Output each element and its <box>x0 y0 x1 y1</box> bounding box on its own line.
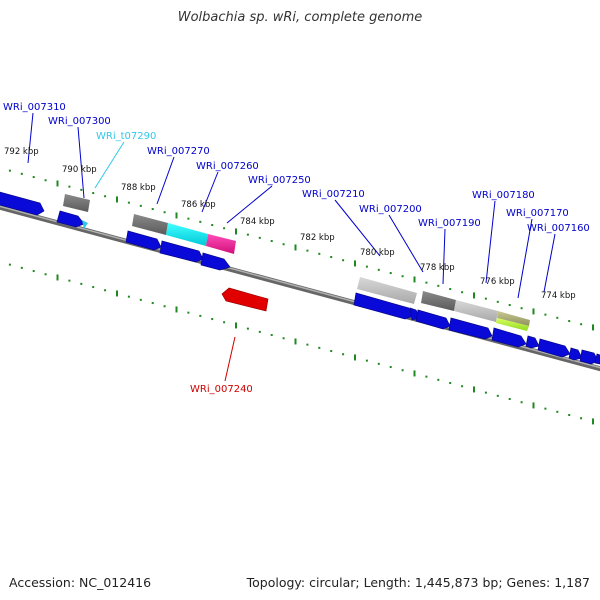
gene-label-wri-007300[interactable]: WRi_007300 <box>48 116 111 127</box>
gene-label-wri-007270[interactable]: WRi_007270 <box>147 146 210 157</box>
gene-arrow-wri-007160[interactable] <box>537 338 571 358</box>
leader-line <box>517 218 533 299</box>
scale-label: 792 kbp <box>4 147 39 157</box>
gene-arrow-wri-007200[interactable] <box>415 309 451 330</box>
feature-block-cyan-007260[interactable] <box>166 223 208 246</box>
gene-label-wri-007250[interactable]: WRi_007250 <box>248 175 311 186</box>
gene-label-wri-007190[interactable]: WRi_007190 <box>418 218 481 229</box>
gene-arrow-wri-007250[interactable] <box>200 252 231 271</box>
genome-stats-label: Topology: circular; Length: 1,445,873 bp… <box>246 575 590 590</box>
gene-arrow-wri-007270[interactable] <box>125 230 162 251</box>
gene-label-wri-007200[interactable]: WRi_007200 <box>359 204 422 215</box>
gene-label-wri-007170[interactable]: WRi_007170 <box>506 208 569 219</box>
gene-label-wri-007240[interactable]: WRi_007240 <box>190 384 253 395</box>
gene-arrow-wri-007210[interactable] <box>353 292 414 320</box>
leader-line <box>77 126 85 199</box>
gene-arrow-wri-007300[interactable] <box>56 210 85 228</box>
feature-block-pink-007250[interactable] <box>206 234 236 254</box>
scale-label: 774 kbp <box>541 291 576 301</box>
gene-label-wri-007310[interactable]: WRi_007310 <box>3 102 66 113</box>
gene-label-wri-007160[interactable]: WRi_007160 <box>527 223 590 234</box>
feature-block-light-007210[interactable] <box>357 277 417 304</box>
leader-line <box>224 336 236 382</box>
gene-label-wri-007260[interactable]: WRi_007260 <box>196 161 259 172</box>
gene-arrow-wri-007190[interactable] <box>448 317 493 340</box>
gene-arrow-extra-3[interactable] <box>594 353 600 365</box>
scale-label: 782 kbp <box>300 233 335 243</box>
gene-arrow-extra-1[interactable] <box>568 347 583 361</box>
map-title: Wolbachia sp. wRi, complete genome <box>177 10 423 25</box>
scale-label: 790 kbp <box>62 165 97 175</box>
gene-arrow-wri-007180[interactable] <box>491 327 527 348</box>
feature-block-light-007180[interactable] <box>454 300 498 322</box>
scale-labels: 792 kbp 790 kbp 788 kbp 786 kbp 784 kbp … <box>4 147 576 301</box>
gene-label-wri-007180[interactable]: WRi_007180 <box>472 190 535 201</box>
accession-label: Accession: NC_012416 <box>9 575 152 590</box>
feature-block-olive-007170[interactable] <box>497 311 530 326</box>
leader-line <box>334 199 381 257</box>
scale-label: 786 kbp <box>181 200 216 210</box>
gene-arrow-wri-007310[interactable] <box>0 191 45 216</box>
feature-block-grey-007300[interactable] <box>63 194 90 212</box>
tick-track-outer <box>8 169 594 331</box>
trna-marker-wri-t07290[interactable] <box>82 220 88 229</box>
leader-line <box>388 214 424 273</box>
feature-block-grey-007190[interactable] <box>421 291 456 311</box>
gene-arrow-extra-2[interactable] <box>579 349 599 365</box>
tick-track-inner <box>8 263 594 425</box>
leader-line <box>485 200 496 284</box>
gene-label-wri-007210[interactable]: WRi_007210 <box>302 189 365 200</box>
gene-arrow-wri-007240[interactable] <box>221 287 269 312</box>
feature-block-lime-007170[interactable] <box>496 318 529 331</box>
scale-label: 784 kbp <box>240 217 275 227</box>
scale-label: 788 kbp <box>121 183 156 193</box>
gene-labels: WRi_007310 WRi_007300 WRi_t07290 WRi_007… <box>3 102 590 395</box>
gene-arrow-wri-007170[interactable] <box>525 335 540 349</box>
leader-line <box>442 228 446 285</box>
leader-line <box>543 233 556 293</box>
leader-line <box>201 171 219 213</box>
scale-label: 780 kbp <box>360 248 395 258</box>
gene-arrow-wri-007260[interactable] <box>159 240 204 263</box>
scale-label: 778 kbp <box>420 263 455 273</box>
scale-label: 776 kbp <box>480 277 515 287</box>
feature-block-row <box>63 194 530 331</box>
feature-block-grey-007270[interactable] <box>132 214 168 235</box>
gene-label-wri-t07290[interactable]: WRi_t07290 <box>96 131 156 142</box>
leader-line <box>226 185 273 224</box>
leader-line <box>27 112 34 164</box>
label-leaders <box>27 112 556 382</box>
leader-line <box>156 156 175 205</box>
leader-line <box>94 141 125 189</box>
forward-gene-row <box>0 191 600 365</box>
